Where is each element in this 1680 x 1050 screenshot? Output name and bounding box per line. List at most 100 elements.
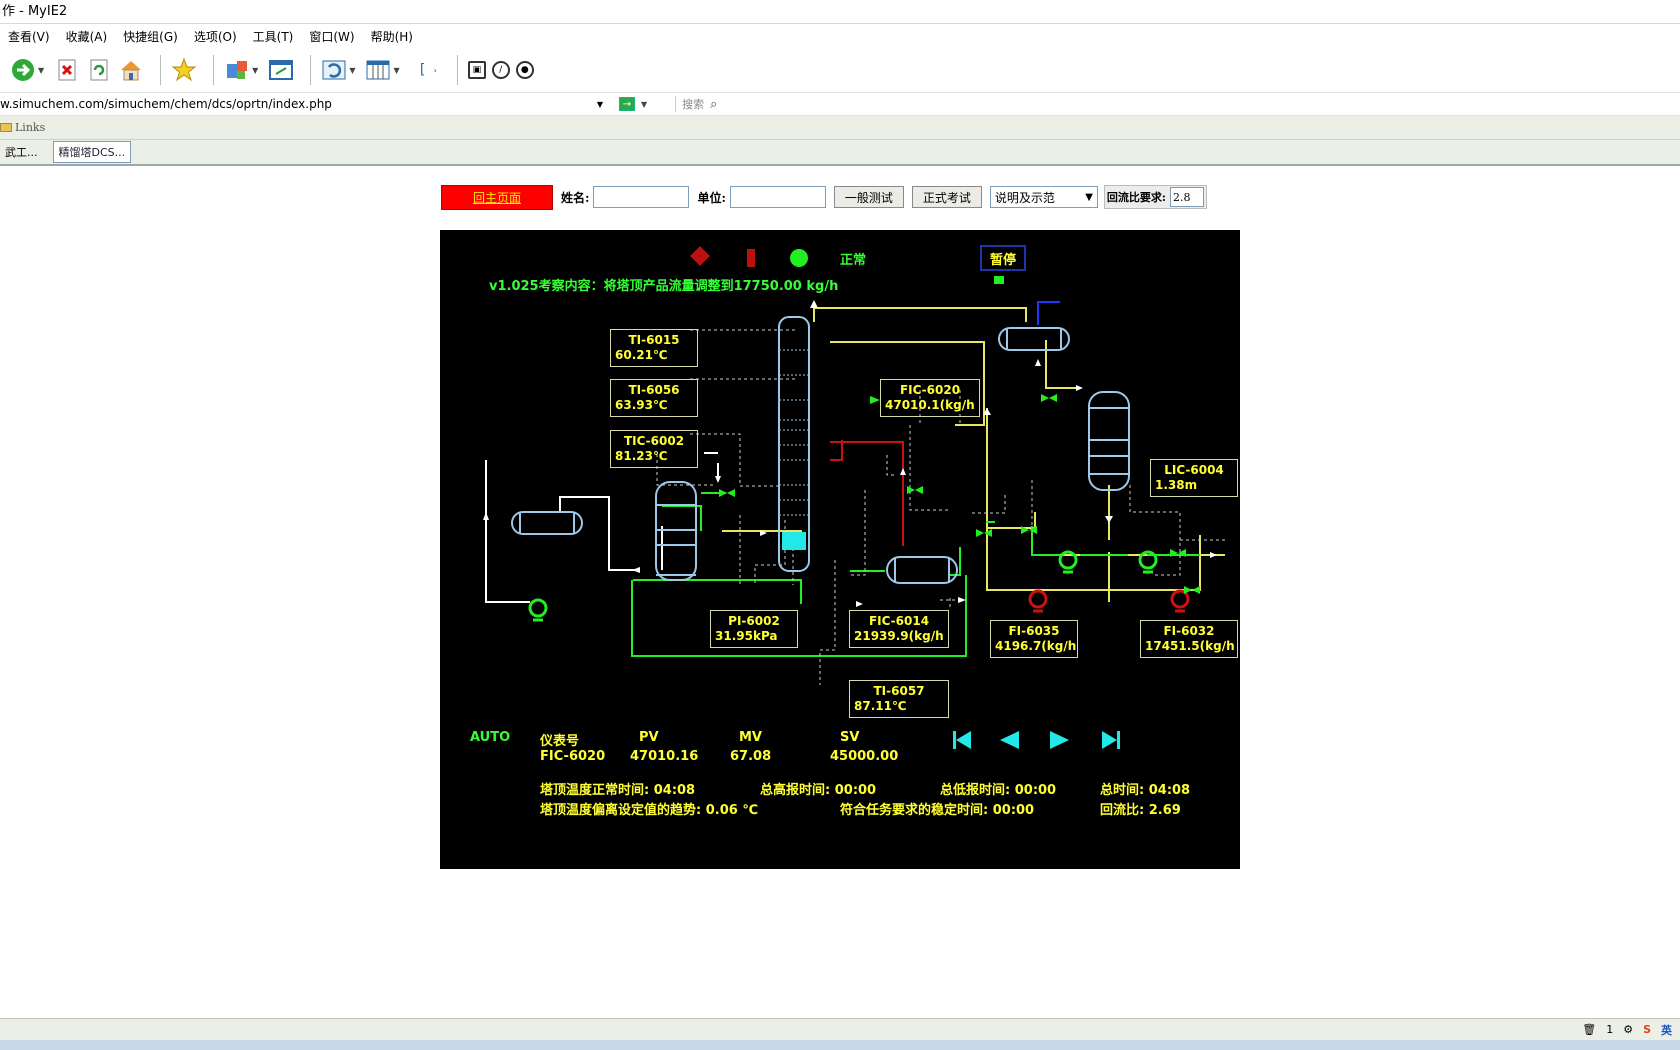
script-toggle-button[interactable]: / bbox=[491, 61, 510, 79]
tab-chemical[interactable]: 武工... bbox=[5, 146, 38, 159]
url-dropdown-icon[interactable]: ▼ bbox=[596, 99, 604, 109]
undo-close-button[interactable] bbox=[321, 57, 347, 83]
instrument-fi-6035[interactable]: FI-6035 4196.7(kg/h bbox=[990, 620, 1078, 658]
groups-dropdown-icon[interactable]: ▼ bbox=[252, 65, 259, 75]
instrument-tag: TI-6015 bbox=[628, 333, 680, 347]
menu-favorites[interactable]: 收藏(A) bbox=[65, 29, 108, 44]
tab-bar: 武工... 精馏塔DCS... bbox=[0, 140, 1680, 166]
nav-next-button[interactable] bbox=[1046, 728, 1074, 752]
nav-first-button[interactable] bbox=[950, 728, 978, 752]
forward-button[interactable] bbox=[10, 57, 36, 83]
columns-dropdown-icon[interactable]: ▼ bbox=[393, 65, 400, 75]
instrument-tag: FIC-6020 bbox=[899, 383, 961, 397]
instrument-value: 63.93℃ bbox=[615, 398, 668, 412]
groups-button[interactable] bbox=[224, 57, 250, 83]
general-test-button[interactable]: 一般测试 bbox=[833, 186, 904, 208]
more-button[interactable]: [ bbox=[410, 57, 436, 83]
instrument-tag: FIC-6014 bbox=[868, 614, 930, 628]
nav-first-icon bbox=[953, 731, 971, 749]
refresh-button[interactable] bbox=[86, 57, 112, 83]
menu-groups[interactable]: 快捷组(G) bbox=[123, 29, 178, 44]
search-input[interactable]: 搜索 bbox=[675, 96, 704, 112]
taskbar bbox=[0, 1040, 1680, 1050]
name-input[interactable] bbox=[593, 186, 690, 208]
instrument-fic-6014[interactable]: FIC-6014 21939.9(kg/h bbox=[849, 610, 949, 648]
image-icon: ▣ bbox=[472, 65, 482, 75]
stat-low-alarm: 总低报时间: 00:00 bbox=[940, 783, 1057, 798]
undo-dropdown-icon[interactable]: ▼ bbox=[349, 65, 356, 75]
instrument-value: 17451.5(kg/h bbox=[1145, 639, 1235, 653]
faceplate-header-tag: 仪表号 bbox=[540, 734, 580, 749]
favorites-button[interactable] bbox=[171, 57, 197, 83]
flow-arrows bbox=[483, 300, 1217, 607]
faceplate-mv: 67.08 bbox=[730, 749, 772, 764]
go-dropdown-icon[interactable]: ▼ bbox=[641, 99, 648, 109]
instrument-ti-6056[interactable]: TI-6056 63.93℃ bbox=[610, 379, 698, 417]
stat-stable-time: 符合任务要求的稳定时间: 00:00 bbox=[840, 803, 1035, 818]
process-diagram bbox=[483, 246, 1225, 749]
ime-logo-icon[interactable]: S bbox=[1643, 1023, 1651, 1036]
instrument-value: 81.23℃ bbox=[615, 449, 668, 463]
menu-window[interactable]: 窗口(W) bbox=[309, 29, 355, 44]
chevron-right-icon[interactable]: › bbox=[433, 65, 437, 75]
instrument-fic-6020[interactable]: FIC-6020 47010.1(kg/h bbox=[880, 379, 980, 417]
nav-last-button[interactable] bbox=[1096, 728, 1124, 752]
instrument-pi-6002[interactable]: PI-6002 31.95kPa bbox=[710, 610, 798, 648]
links-label[interactable]: Links bbox=[15, 121, 46, 134]
folder-icon bbox=[0, 123, 12, 132]
stop-button[interactable] bbox=[54, 57, 80, 83]
tab-dcs[interactable]: 精馏塔DCS... bbox=[52, 141, 132, 163]
refresh-icon bbox=[90, 59, 108, 81]
faceplate-header-mv: MV bbox=[739, 730, 762, 745]
instrument-fi-6032[interactable]: FI-6032 17451.5(kg/h bbox=[1140, 620, 1238, 658]
title-bar: 作 - MyIE2 bbox=[0, 0, 1680, 24]
home-page-button[interactable]: 回主页面 bbox=[441, 184, 553, 210]
forward-dropdown-icon[interactable]: ▼ bbox=[38, 65, 45, 75]
distillation-column bbox=[778, 316, 810, 572]
instrument-tag: TI-6057 bbox=[873, 684, 925, 698]
instrument-lic-6004[interactable]: LIC-6004 1.38m bbox=[1150, 459, 1238, 497]
unit-label: 单位: bbox=[697, 190, 726, 205]
formal-exam-button[interactable]: 正式考试 bbox=[911, 186, 982, 208]
menu-help[interactable]: 帮助(H) bbox=[370, 29, 413, 44]
slash-icon: / bbox=[499, 65, 503, 75]
stat-high-alarm: 总高报时间: 00:00 bbox=[760, 783, 877, 798]
instrument-ti-6057[interactable]: TI-6057 87.11℃ bbox=[849, 680, 949, 718]
instrument-ti-6015[interactable]: TI-6015 60.21℃ bbox=[610, 329, 698, 367]
network-icon: ⚙ bbox=[1623, 1023, 1634, 1036]
reflux-input[interactable]: 2.8 bbox=[1169, 187, 1204, 207]
unit-input[interactable] bbox=[729, 186, 826, 208]
instrument-tic-6002[interactable]: TIC-6002 81.23℃ bbox=[610, 430, 698, 468]
group-icon bbox=[227, 61, 248, 79]
home-button[interactable] bbox=[118, 57, 144, 83]
instrument-value: 47010.1(kg/h bbox=[885, 398, 975, 412]
menu-options[interactable]: 选项(O) bbox=[193, 29, 237, 44]
pause-button[interactable]: 暂停 bbox=[980, 245, 1026, 271]
instrument-tag: TIC-6002 bbox=[623, 434, 685, 448]
image-toggle-button[interactable]: ▣ bbox=[467, 61, 486, 79]
trash-icon[interactable]: 🗑 bbox=[1582, 1023, 1597, 1036]
search-icon[interactable]: ⌕ bbox=[710, 96, 718, 112]
instrument-tag: PI-6002 bbox=[728, 614, 780, 628]
instrument-value: 31.95kPa bbox=[715, 629, 778, 643]
mode-select[interactable]: 说明及示范 ▼ bbox=[989, 186, 1098, 208]
faceplate-sv: 45000.00 bbox=[830, 749, 899, 764]
links-bar: Links bbox=[0, 116, 1680, 140]
menu-tools[interactable]: 工具(T) bbox=[252, 29, 294, 44]
go-icon[interactable]: → bbox=[619, 97, 635, 111]
reflux-requirement: 回流比要求: 2.8 bbox=[1103, 185, 1207, 209]
menu-view[interactable]: 查看(V) bbox=[8, 29, 50, 44]
columns-button[interactable] bbox=[365, 57, 391, 83]
yellow-pipes bbox=[722, 307, 1225, 602]
globe-toggle-button[interactable]: ● bbox=[515, 61, 534, 79]
nav-prev-button[interactable] bbox=[996, 728, 1024, 752]
ime-language[interactable]: 英 bbox=[1661, 1023, 1672, 1037]
window-button[interactable] bbox=[268, 57, 294, 83]
status-light-icon bbox=[790, 249, 808, 267]
preheater bbox=[511, 511, 583, 535]
instrument-tag: FI-6035 bbox=[1008, 624, 1060, 638]
address-bar: ▼ → ▼ 搜索 ⌕ bbox=[0, 92, 1680, 116]
url-input[interactable] bbox=[0, 93, 593, 115]
status-text: 正常 bbox=[840, 253, 867, 268]
